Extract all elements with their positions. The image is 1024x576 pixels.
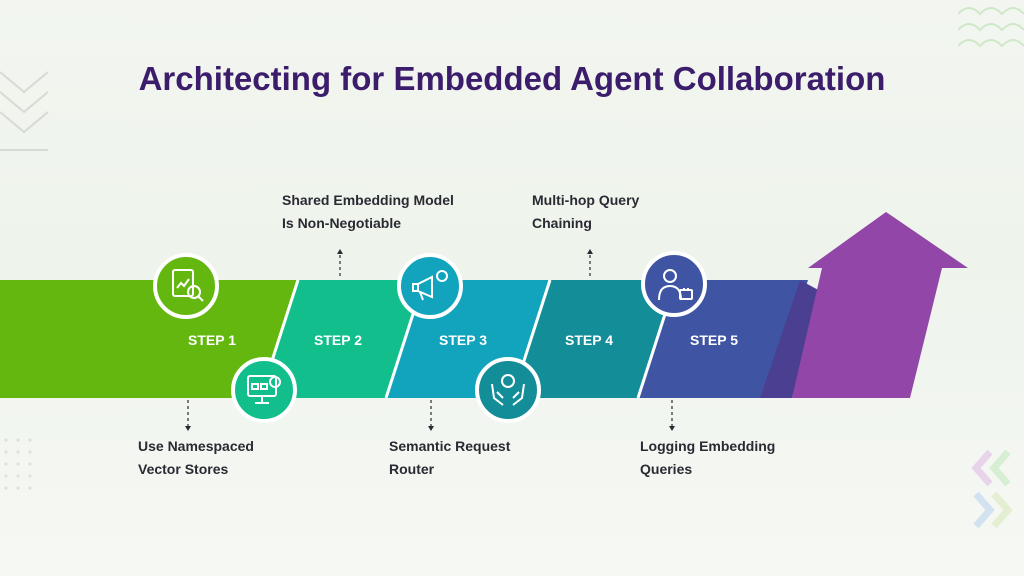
step-5-caption-line-2: Queries [640,461,693,477]
step-2-band [260,280,424,398]
step-3-caption-line-1: Semantic Request [389,438,511,454]
hands-gear-icon [491,374,525,406]
colored-chevrons-decoration [971,449,1013,529]
step-2-icon-circle [231,357,297,423]
step-3-label: STEP 3 [439,332,487,348]
ribbon-fold-shadow [760,280,822,398]
growth-arrow [792,212,968,398]
step-1-caption: Use Namespaced Vector Stores [138,435,254,481]
step-3-caption: Semantic Request Router [389,435,510,481]
step-5-icon-circle [641,251,707,317]
connector-arrowhead [428,426,434,431]
connector-arrowhead [337,249,343,254]
step-4-band [512,280,676,398]
connector-arrowhead [185,426,191,431]
step-1-band [0,280,298,398]
step-4-caption-line-2: Chaining [532,215,592,231]
step-4-caption-line-1: Multi-hop Query [532,192,640,208]
connector-arrowhead [669,426,675,431]
step-2-caption: Shared Embedding Model Is Non-Negotiable [282,189,454,235]
financial-report-search-icon [172,269,204,302]
dot-grid-decoration [4,438,32,490]
businessman-briefcase-icon [658,269,693,301]
step-4-icon-circle [475,357,541,423]
monitor-lock-network-icon [247,375,281,404]
step-4-caption: Multi-hop Query Chaining [532,189,639,235]
step-1-label: STEP 1 [188,332,236,348]
step-5-caption: Logging Embedding Queries [640,435,775,481]
step-2-label: STEP 2 [314,332,362,348]
step-5-caption-line-1: Logging Embedding [640,438,776,454]
page-title: Architecting for Embedded Agent Collabor… [138,60,886,97]
step-2-caption-line-2: Is Non-Negotiable [282,215,402,231]
connector-arrowhead [587,249,593,254]
step-1-caption-line-1: Use Namespaced [138,438,254,454]
chevron-outline-decoration [0,71,49,151]
scallop-pattern-decoration [958,7,1024,48]
step-1-icon-circle [153,253,219,319]
step-1-caption-line-2: Vector Stores [138,461,229,477]
step-5-label: STEP 5 [690,332,738,348]
step-3-icon-circle [397,253,463,319]
step-4-label: STEP 4 [565,332,613,348]
megaphone-gear-icon [412,270,448,301]
step-2-caption-line-1: Shared Embedding Model [282,192,454,208]
step-3-caption-line-2: Router [389,461,435,477]
